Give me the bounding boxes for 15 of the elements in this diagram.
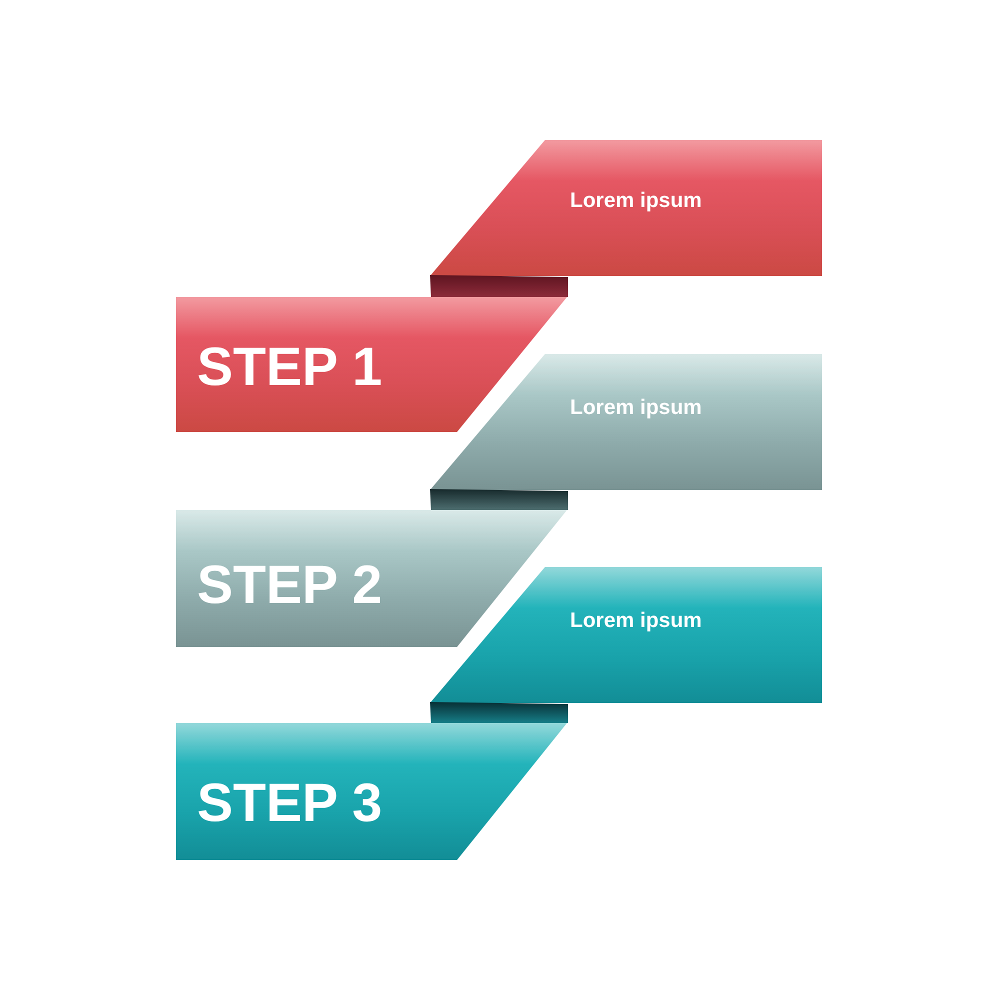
ribbon-fold (430, 489, 568, 510)
band-label: Lorem ipsum (570, 397, 702, 418)
step-label: STEP 3 (197, 776, 382, 830)
step-label: STEP 1 (197, 340, 382, 394)
ribbon-band (430, 354, 822, 490)
band-label: Lorem ipsum (570, 190, 702, 211)
step-label: STEP 2 (197, 558, 382, 612)
ribbon-band (176, 510, 567, 647)
ribbon-fold (430, 702, 568, 723)
band-label: Lorem ipsum (570, 610, 702, 631)
ribbon-fold (430, 275, 568, 297)
ribbon-band (430, 140, 822, 276)
ribbon-band (430, 567, 822, 703)
ribbon-band (176, 723, 567, 860)
ribbon-band (176, 297, 567, 432)
